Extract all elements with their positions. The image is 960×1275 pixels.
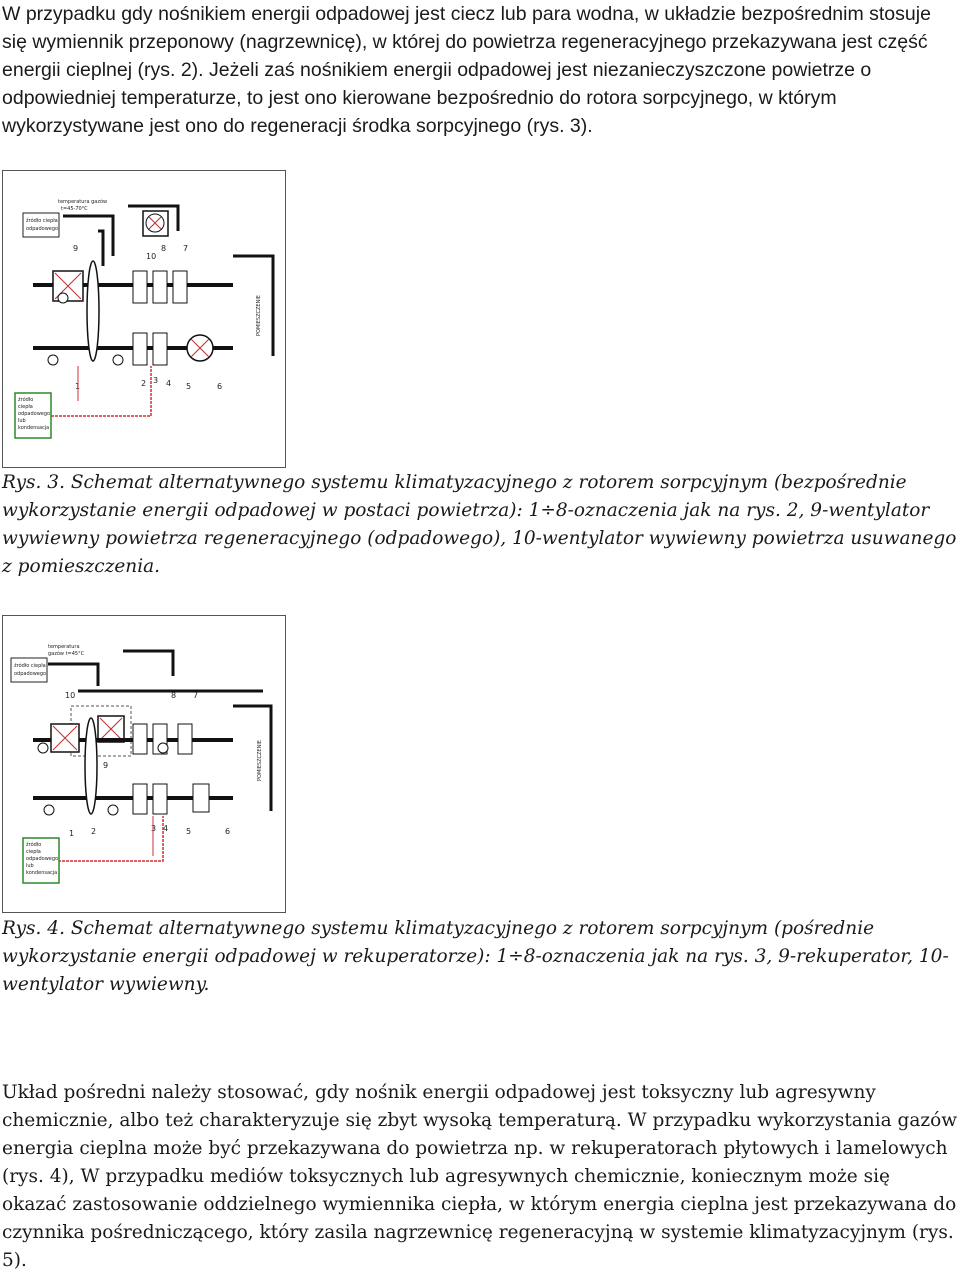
fig4-temp-value: gazów t=45°C (48, 650, 85, 657)
figure-3-diagram: temperatura gazów t=45-70°C źródło ciepł… (2, 170, 286, 468)
fig4-num-5: 5 (186, 827, 191, 836)
figure-4-svg: temperatura gazów t=45°C źródło ciepła o… (10, 644, 273, 884)
fig4-num-1: 1 (69, 829, 74, 838)
fig3-num-3: 3 (153, 376, 158, 385)
fig3-num-6: 6 (217, 382, 222, 391)
fig4-box-line-5: kondensacja (26, 870, 57, 876)
fig4-box-line-3: odpadowego (26, 856, 58, 862)
intro-paragraph: W przypadku gdy nośnikiem energii odpado… (2, 3, 931, 137)
fig3-num-9: 9 (73, 244, 78, 253)
figure-4-caption: Rys. 4. Schemat alternatywnego systemu k… (2, 918, 949, 995)
fig3-num-8: 8 (161, 244, 166, 253)
fig4-box-line-1: źródło (26, 841, 41, 848)
fig4-room-label: POMIESZCZENIE (257, 740, 263, 781)
fig4-box-line-2: ciepła (26, 849, 41, 855)
figure-4-diagram: temperatura gazów t=45°C źródło ciepła o… (2, 615, 286, 913)
fig3-box-line-3: odpadowego (18, 411, 50, 417)
fig3-num-7: 7 (183, 244, 188, 253)
fig4-num-8: 8 (171, 691, 176, 700)
fig3-box-line-5: kondensacja (18, 425, 49, 431)
fig3-room-label: POMIESZCZENIE (256, 295, 262, 336)
fig3-source2-label: odpadowego (26, 226, 58, 232)
fig3-num-4: 4 (166, 379, 171, 388)
fig4-num-10: 10 (65, 691, 75, 700)
fig3-num-10: 10 (146, 252, 156, 261)
fig4-num-4: 4 (163, 824, 168, 833)
figure-3-caption: Rys. 3. Schemat alternatywnego systemu k… (2, 472, 957, 577)
fig3-num-2: 2 (141, 379, 146, 388)
fig4-num-6: 6 (225, 827, 230, 836)
fig4-num-2: 2 (91, 827, 96, 836)
fig3-box-line-1: źródło (18, 396, 33, 403)
fig4-num-3: 3 (151, 824, 156, 833)
figure-3-svg: temperatura gazów t=45-70°C źródło ciepł… (14, 198, 275, 439)
closing-paragraph: Układ pośredni należy stosować, gdy nośn… (2, 1082, 958, 1271)
fig3-source-label: źródło ciepła (26, 217, 58, 224)
fig4-box-line-4: lub (26, 863, 34, 869)
fig3-temp-value: t=45-70°C (61, 206, 88, 212)
fig3-num-5: 5 (186, 382, 191, 391)
fig4-source2-label: odpadowego (14, 671, 46, 677)
fig3-box-line-2: ciepła (18, 404, 33, 410)
fig4-num-9: 9 (103, 761, 108, 770)
fig3-box-line-4: lub (18, 418, 26, 424)
fig4-num-7: 7 (193, 691, 198, 700)
fig4-source-label: źródło ciepła (14, 662, 46, 669)
fig3-temp-label: temperatura gazów (58, 198, 107, 205)
fig4-temp-label: temperatura (48, 644, 80, 650)
